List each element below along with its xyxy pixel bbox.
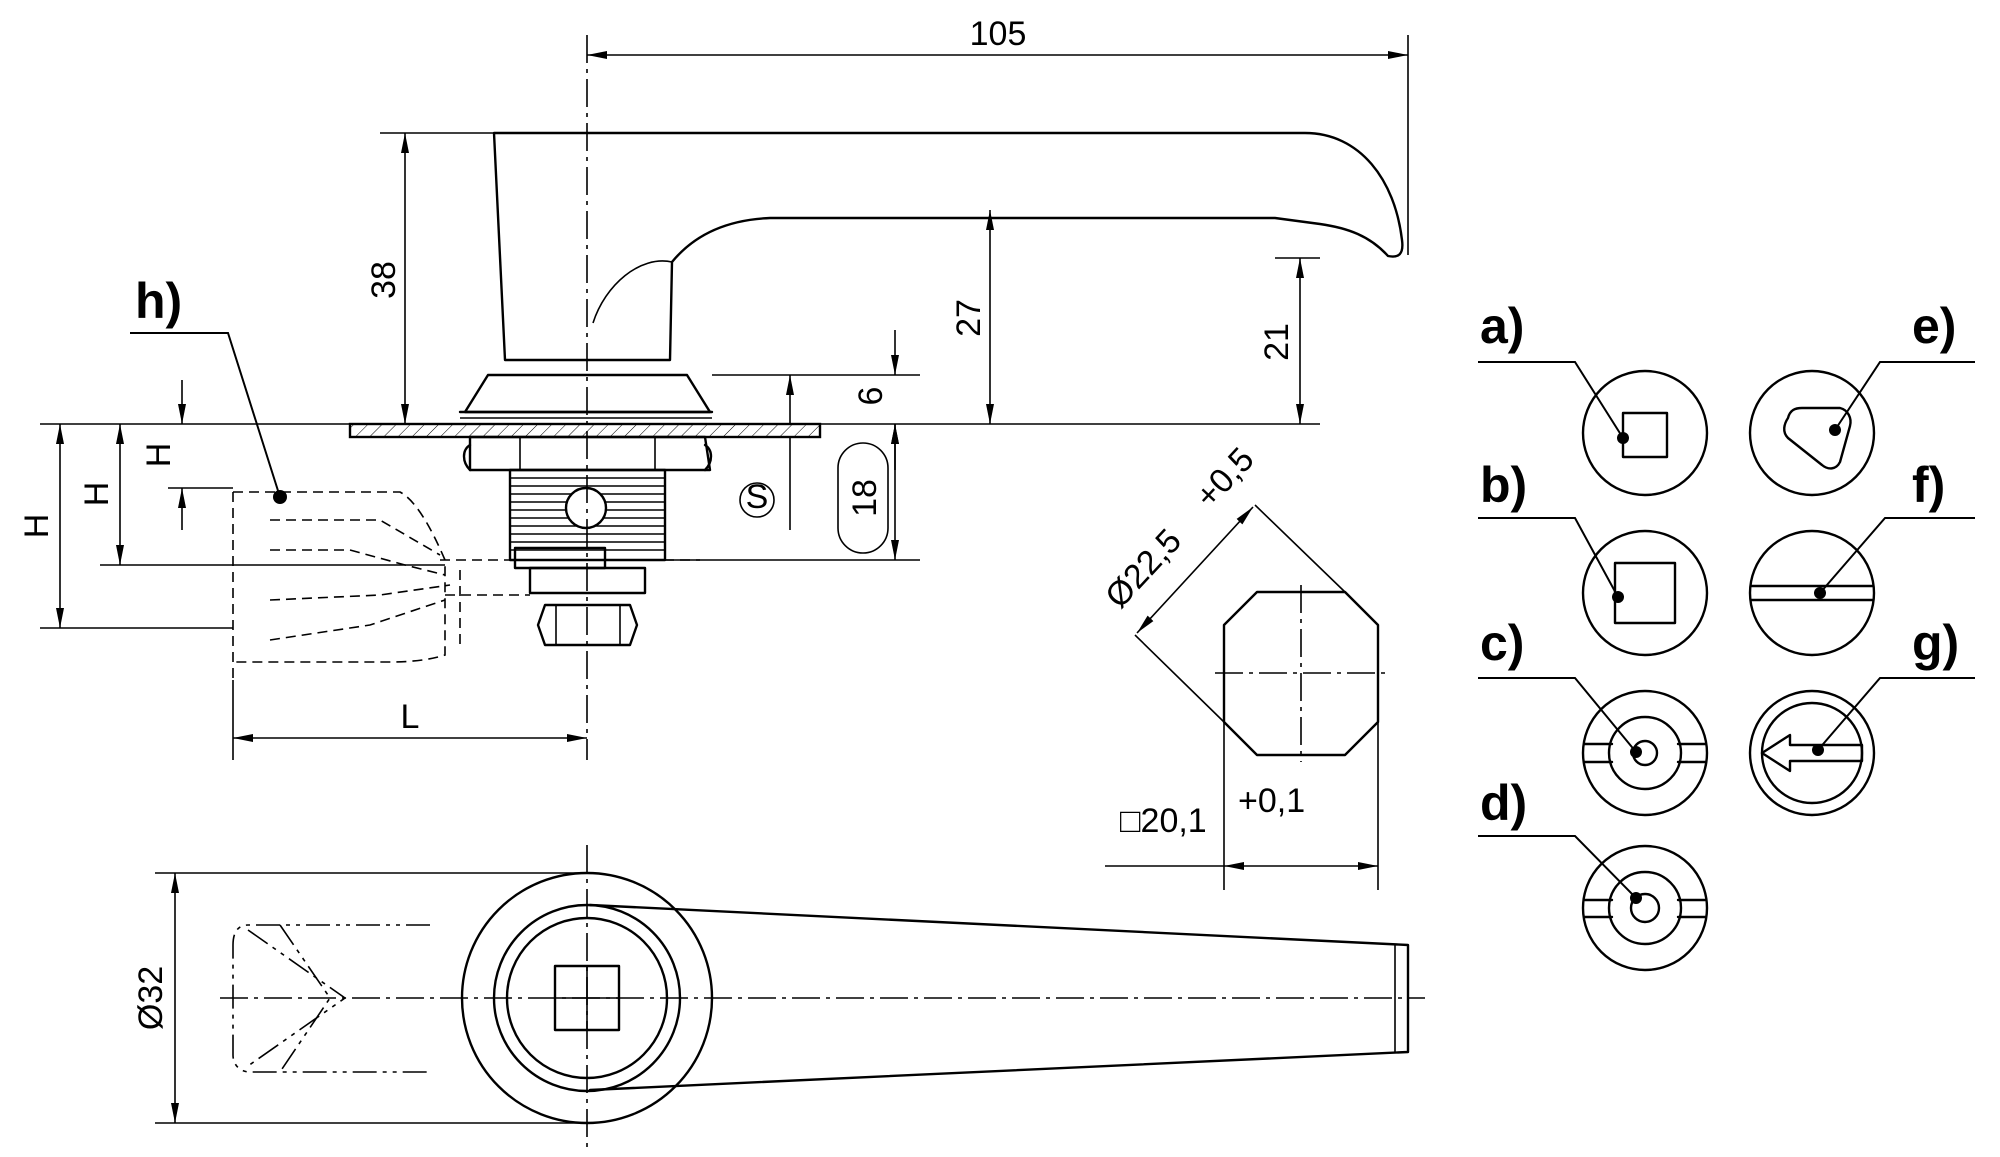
label-e: e) — [1912, 298, 1956, 354]
variant-d: d) — [1478, 775, 1709, 972]
variant-a: a) — [1478, 298, 1709, 497]
variant-g-circle — [1748, 689, 1876, 817]
dim-105: 105 — [970, 15, 1027, 53]
dim-diameter-22: Ø22,5 — [1098, 522, 1189, 616]
variant-c: c) — [1478, 615, 1709, 817]
dim-diameter-32: Ø32 — [132, 966, 170, 1030]
dim-h-large: H — [18, 514, 56, 539]
variant-b: b) — [1478, 457, 1709, 657]
variant-f-circle — [1748, 529, 1876, 657]
dim-tol-20: +0,1 — [1238, 782, 1305, 820]
label-c: c) — [1480, 615, 1524, 671]
hex-nut — [468, 435, 712, 472]
s-mark-circle — [739, 482, 775, 518]
variant-f: f) — [1748, 457, 1975, 657]
variant-e-triangle — [1783, 406, 1852, 470]
top-view: Ø32 — [132, 845, 1425, 1150]
dim-27: 27 — [950, 299, 988, 337]
variant-b-circle — [1581, 529, 1709, 657]
label-h: h) — [135, 273, 182, 329]
variant-d-circle — [1581, 844, 1709, 972]
variant-keys: a) b) c) d) — [1478, 298, 1975, 972]
lever-phantom — [232, 924, 430, 1073]
label-f: f) — [1912, 457, 1945, 513]
variant-e: e) — [1748, 298, 1975, 497]
dim-h-small: H — [140, 443, 178, 468]
cam-plate — [513, 546, 607, 570]
s-mark: S — [746, 478, 769, 516]
cam-phantom — [232, 491, 700, 680]
side-view: 105 38 27 21 6 S 18 H — [18, 15, 1409, 760]
dim-h-mid: H — [78, 482, 116, 507]
dim-38: 38 — [365, 261, 403, 299]
label-a: a) — [1480, 298, 1524, 354]
lever-handle-side — [492, 131, 1404, 362]
dim-18: 18 — [846, 479, 884, 517]
variant-c-circle — [1581, 689, 1709, 817]
label-d: d) — [1480, 775, 1527, 831]
variant-b-square — [1613, 561, 1677, 625]
dim-square-20: □20,1 — [1120, 802, 1207, 840]
label-g: g) — [1912, 615, 1959, 671]
variant-a-square — [1621, 411, 1669, 459]
variant-e-circle — [1748, 369, 1876, 497]
cutout-shape — [1222, 590, 1380, 757]
panel-cutout-detail: Ø22,5 +0,5 □20,1 +0,1 — [1098, 440, 1388, 890]
dim-6: 6 — [852, 387, 890, 406]
variant-a-circle — [1581, 369, 1709, 497]
dim-21: 21 — [1258, 323, 1296, 361]
variant-g: g) — [1748, 615, 1975, 817]
lock-pin — [564, 486, 608, 530]
panel-plate — [348, 422, 822, 439]
bottom-nut — [536, 603, 639, 647]
label-b: b) — [1480, 457, 1527, 513]
dim-tol-22: +0,5 — [1188, 440, 1262, 515]
dim-l: L — [401, 698, 420, 736]
